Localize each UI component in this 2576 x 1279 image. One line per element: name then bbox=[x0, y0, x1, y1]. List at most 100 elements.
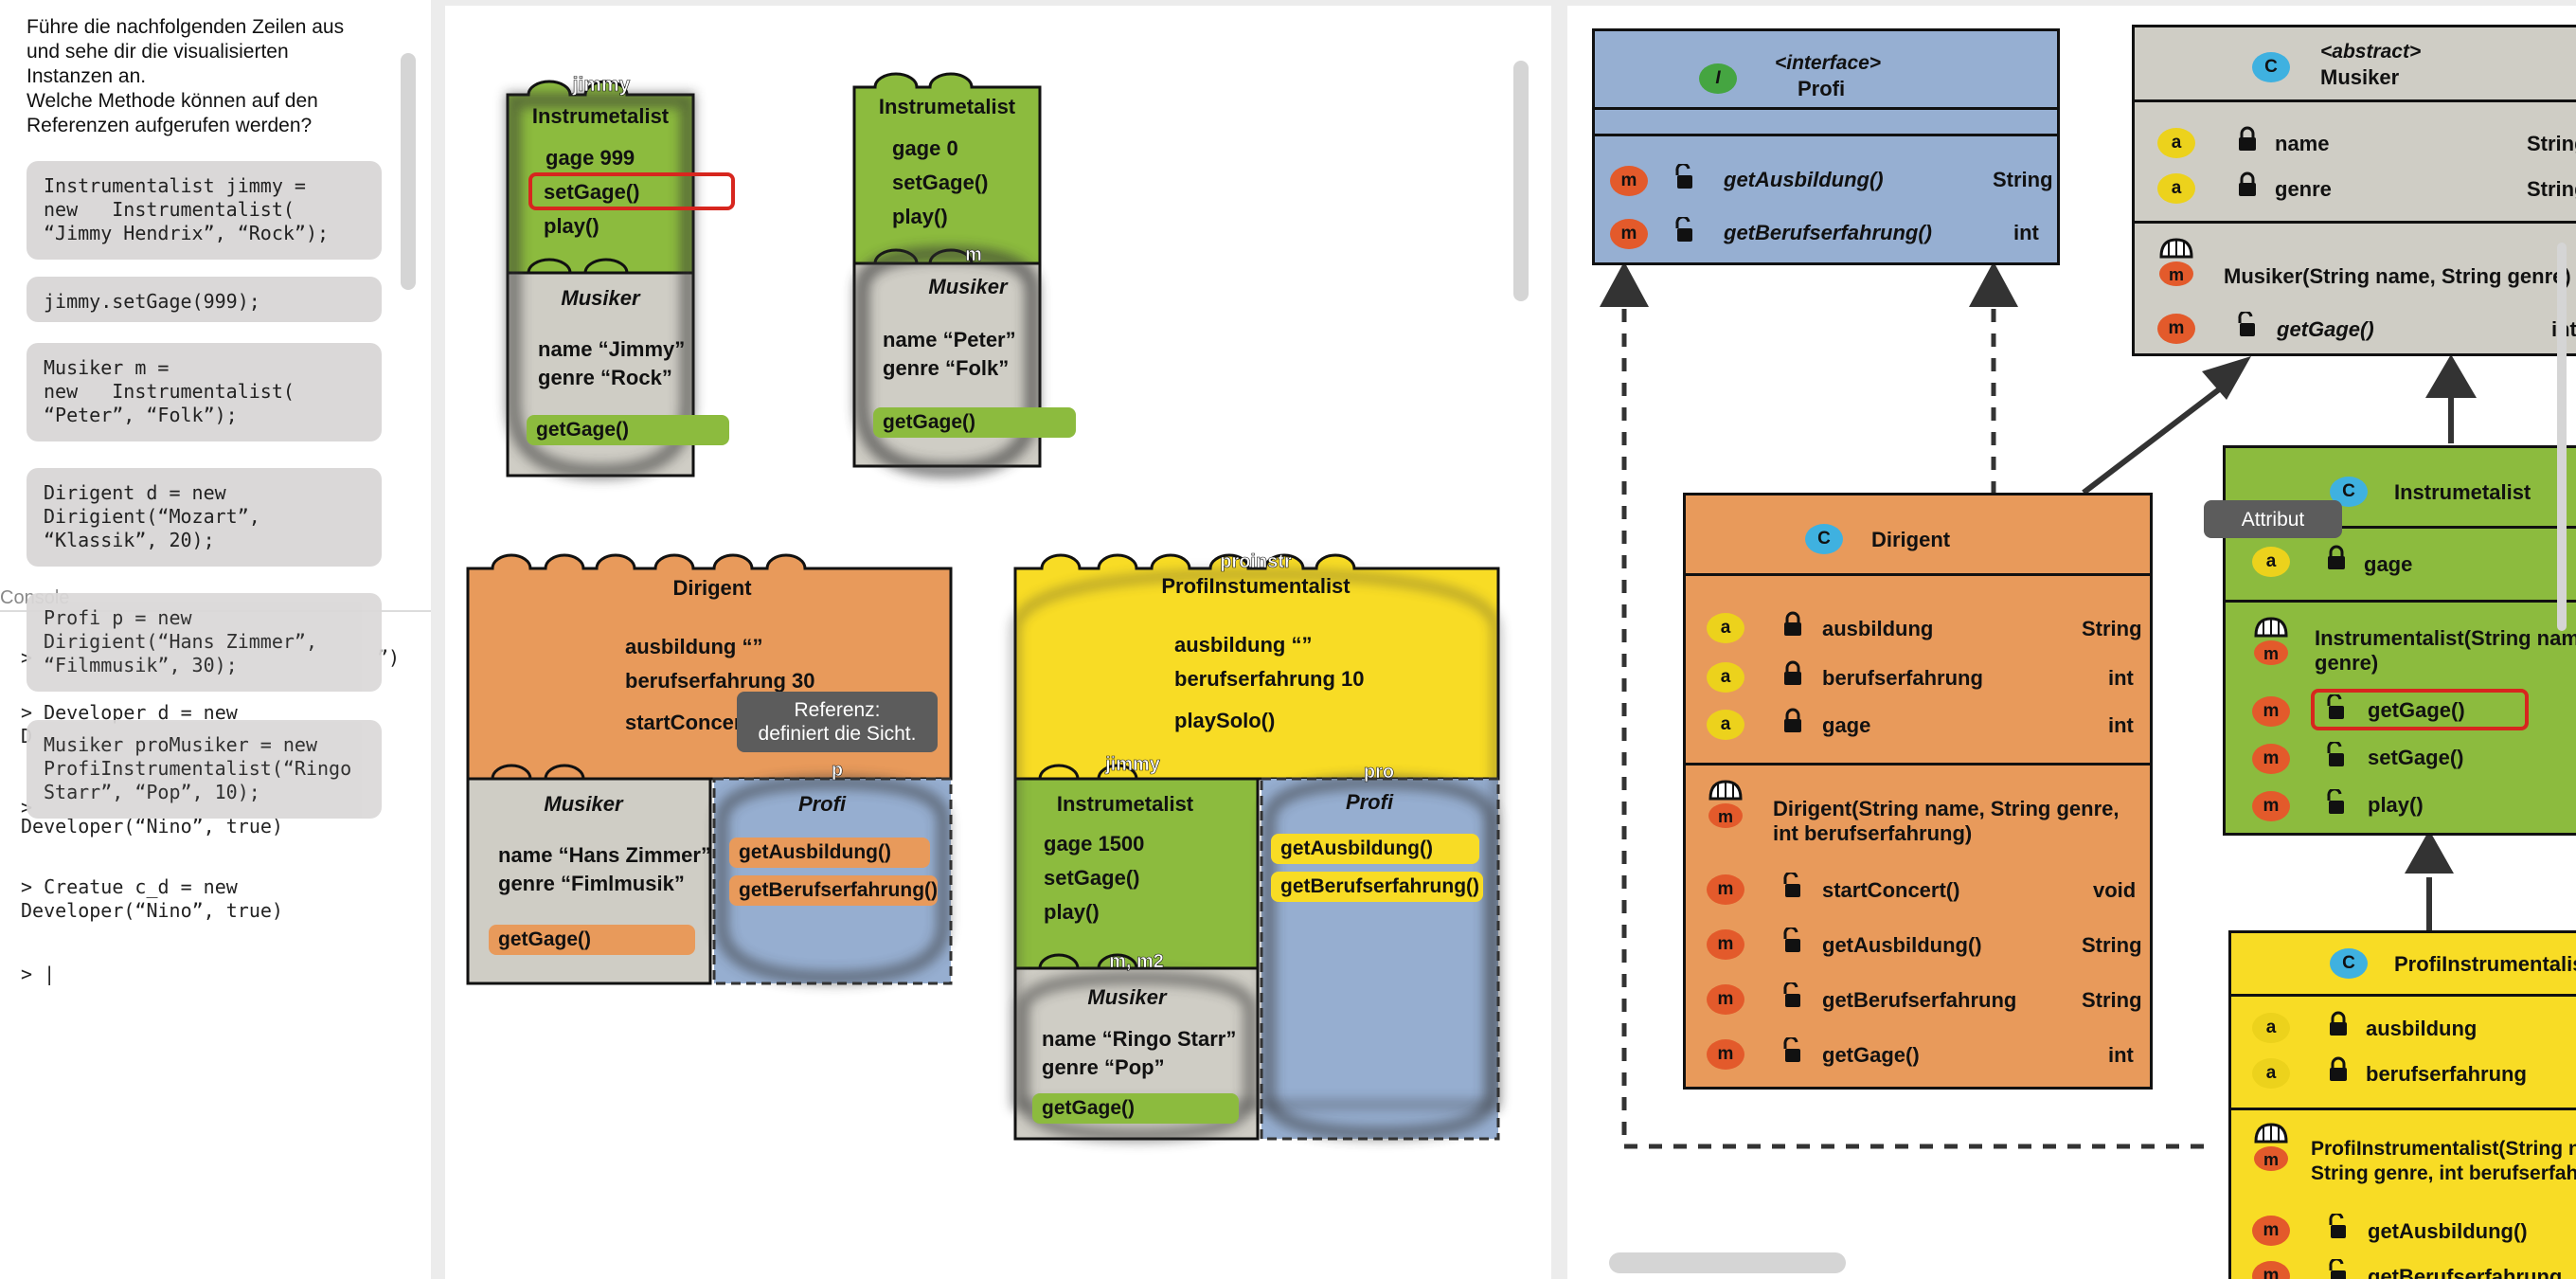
method[interactable]: setGage() bbox=[1044, 866, 1140, 890]
attribute-type: int bbox=[2108, 666, 2134, 690]
unlock-icon bbox=[2327, 694, 2344, 719]
constructor[interactable]: ProfiInstrumentalist(String name, bbox=[2311, 1138, 2576, 1160]
constructor[interactable]: int berufserfahrung) bbox=[1773, 821, 1973, 845]
field: berufserfahrung 30 bbox=[625, 669, 815, 693]
field: genre “Rock” bbox=[538, 366, 672, 389]
method[interactable]: play() bbox=[544, 214, 599, 238]
method-name[interactable]: getAusbildung() bbox=[1822, 933, 1982, 957]
method-name[interactable]: startConcert() bbox=[1822, 878, 1960, 902]
field: gage 1500 bbox=[1044, 832, 1145, 856]
field: name “Jimmy” bbox=[538, 337, 686, 361]
attribute-name: berufserfahrung bbox=[2366, 1062, 2527, 1086]
method-badge: m bbox=[2252, 1261, 2290, 1279]
method[interactable]: setGage() bbox=[544, 180, 640, 204]
method-name[interactable]: getGage() bbox=[1822, 1043, 1920, 1067]
field: ausbildung “” bbox=[625, 635, 763, 658]
code-card[interactable]: Instrumentalist jimmy = new Instrumental… bbox=[27, 161, 382, 260]
method-name[interactable]: getBerufserfahrung bbox=[2368, 1265, 2563, 1279]
code-card[interactable]: Profi p = new Dirigient(“Hans Zimmer”, “… bbox=[27, 593, 382, 692]
method-name[interactable]: setGage() bbox=[2368, 746, 2464, 769]
method[interactable]: getGage() bbox=[873, 407, 1076, 438]
exercise-panel: Führe die nachfolgenden Zeilen aus und s… bbox=[0, 0, 431, 1279]
method[interactable]: getBerufserfahrung() bbox=[729, 875, 938, 906]
method-badge: m bbox=[1610, 166, 1648, 196]
field: name “Peter” bbox=[883, 328, 1016, 351]
method-badge: m bbox=[2252, 744, 2290, 774]
method-badge: m bbox=[1707, 1039, 1744, 1070]
object-proinstr bbox=[1011, 553, 1501, 1143]
constructor-icon: m bbox=[2252, 1123, 2290, 1172]
class-name: ProfiInstumentalist bbox=[1161, 574, 1351, 598]
method-name[interactable]: getGage() bbox=[2368, 698, 2465, 722]
svg-text:m: m bbox=[2263, 644, 2279, 663]
attribute-badge: a bbox=[2157, 128, 2195, 158]
code-card[interactable]: Musiker m = new Instrumentalist( “Peter”… bbox=[27, 343, 382, 441]
constructor[interactable]: String genre, int berufserfahrung bbox=[2311, 1162, 2576, 1184]
method-name[interactable]: play() bbox=[2368, 793, 2424, 817]
constructor[interactable]: Musiker(String name, String genre) bbox=[2224, 264, 2571, 288]
method[interactable]: play() bbox=[892, 205, 948, 228]
method-name[interactable]: getGage() bbox=[2277, 317, 2374, 341]
attribut-tooltip: Attribut bbox=[2204, 500, 2342, 538]
ref-label-proinstr: proinstr bbox=[1220, 551, 1292, 573]
visualization-scrollbar[interactable] bbox=[1513, 61, 1529, 301]
method[interactable]: setGage() bbox=[892, 171, 989, 194]
method[interactable]: play() bbox=[1044, 900, 1100, 924]
code-card[interactable]: jimmy.setGage(999); bbox=[27, 277, 382, 322]
constructor[interactable]: genre) bbox=[2315, 651, 2379, 675]
method-name[interactable]: getAusbildung() bbox=[2368, 1219, 2528, 1243]
uml-connectors bbox=[1600, 261, 2477, 1149]
method[interactable]: getBerufserfahrung() bbox=[1271, 872, 1483, 902]
field: gage 0 bbox=[892, 136, 958, 160]
method[interactable]: getGage() bbox=[489, 925, 695, 955]
method-badge: m bbox=[1707, 874, 1744, 905]
uml-scrollbar-horizontal[interactable] bbox=[1609, 1252, 1846, 1273]
class-name: ProfiInstrumentalist bbox=[2394, 952, 2576, 976]
attribute-badge: a bbox=[2252, 1013, 2290, 1043]
uml-scrollbar-vertical[interactable] bbox=[2557, 243, 2567, 631]
reference-tooltip: Referenz: definiert die Sicht. bbox=[737, 692, 938, 752]
method[interactable]: playSolo() bbox=[1174, 709, 1276, 732]
ref-label-m-m2: m, m2 bbox=[1109, 951, 1164, 973]
lock-icon bbox=[2328, 545, 2345, 569]
uml-class-profi[interactable]: I <interface> Profi m getAusbildung() St… bbox=[1592, 28, 2060, 265]
method-type: void bbox=[2093, 878, 2137, 902]
method[interactable]: getGage() bbox=[527, 415, 729, 445]
method-name[interactable]: getBerufserfahrung bbox=[1822, 988, 2017, 1012]
attribute-badge: a bbox=[1707, 613, 1744, 643]
object-visualization-panel: jimmy Instrumetalist gage 999 setGage() … bbox=[445, 6, 1551, 1279]
method-name[interactable]: getAusbildung() bbox=[1724, 168, 1884, 191]
class-name: Instrumetalist bbox=[2394, 480, 2531, 504]
attribute-name: berufserfahrung bbox=[1822, 666, 1983, 690]
stereotype: <interface> bbox=[1775, 52, 1882, 74]
console-prompt[interactable]: > | bbox=[21, 963, 56, 985]
method[interactable]: startConcer bbox=[625, 711, 742, 734]
constructor[interactable]: Dirigent(String name, String genre, bbox=[1773, 797, 2120, 820]
svg-text:m: m bbox=[1718, 807, 1733, 826]
code-card[interactable]: Musiker proMusiker = new ProfiInstrument… bbox=[27, 720, 382, 819]
attribute-name: gage bbox=[1822, 713, 1871, 737]
unlock-icon bbox=[2329, 1214, 2346, 1238]
attribute-badge: a bbox=[2252, 1058, 2290, 1089]
attribute-type: String bbox=[2082, 617, 2142, 640]
unlock-icon bbox=[1783, 928, 1800, 952]
method-name[interactable]: getBerufserfahrung() bbox=[1724, 221, 1933, 244]
class-badge: C bbox=[2330, 477, 2368, 507]
svg-text:m: m bbox=[2169, 265, 2184, 284]
code-card[interactable]: Dirigent d = new Dirigient(“Mozart”, “Kl… bbox=[27, 468, 382, 567]
object-dirigent bbox=[466, 553, 953, 985]
method[interactable]: getAusbildung() bbox=[1271, 834, 1479, 864]
highlight-getgage bbox=[2311, 689, 2529, 730]
exercise-scrollbar[interactable] bbox=[401, 53, 416, 290]
uml-class-musiker[interactable]: C <abstract> Musiker a name String a gen… bbox=[2132, 25, 2576, 356]
uml-class-profiinstrumentalist[interactable]: C ProfiInstrumentalist a ausbildung a be… bbox=[2228, 930, 2576, 1279]
constructor[interactable]: Instrumentalist(String name, bbox=[2315, 626, 2576, 650]
uml-class-dirigent[interactable]: C Dirigent a ausbildung String a berufse… bbox=[1683, 493, 2153, 1090]
method[interactable]: getGage() bbox=[1032, 1093, 1239, 1124]
lock-icon bbox=[2330, 1056, 2347, 1081]
method-badge: m bbox=[1707, 929, 1744, 960]
class-badge: C bbox=[2252, 52, 2290, 82]
method-badge: m bbox=[1610, 219, 1648, 249]
field: genre “Fimlmusik” bbox=[498, 872, 685, 895]
method[interactable]: getAusbildung() bbox=[729, 838, 930, 868]
